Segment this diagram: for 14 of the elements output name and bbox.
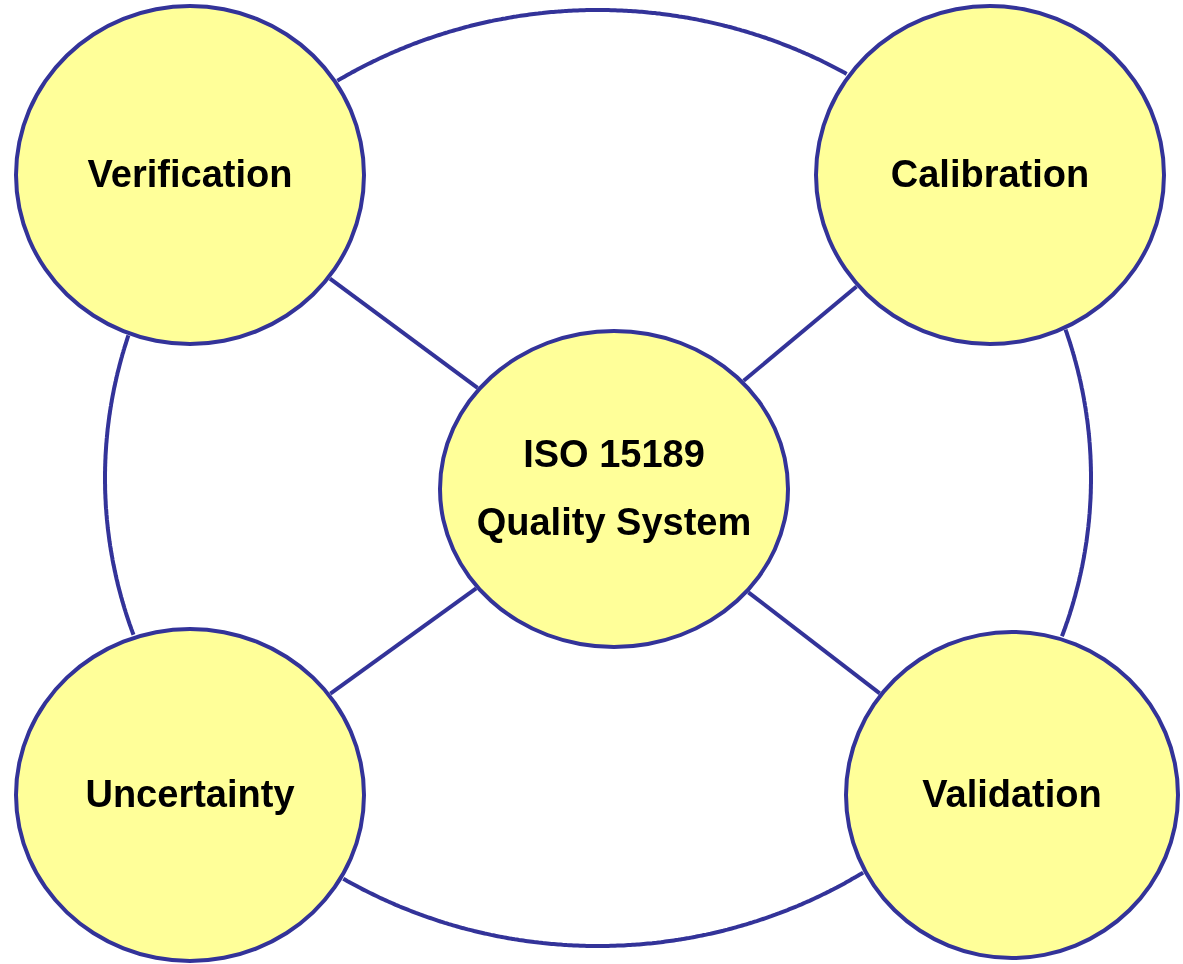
node-label: ISO 15189 xyxy=(523,432,705,478)
connector-line xyxy=(747,590,881,695)
connector-line xyxy=(1060,329,1093,638)
node-label: Uncertainty xyxy=(85,772,295,818)
connector-line xyxy=(342,870,865,948)
connector-line xyxy=(328,277,479,390)
connector-line xyxy=(103,334,136,636)
connector-line xyxy=(742,284,858,383)
node-label: Calibration xyxy=(890,152,1090,198)
node-label: Validation xyxy=(922,772,1102,818)
connector-line xyxy=(329,586,478,696)
node-label: Verification xyxy=(87,152,293,198)
node-label: Quality System xyxy=(476,500,752,545)
connector-line xyxy=(336,8,848,83)
